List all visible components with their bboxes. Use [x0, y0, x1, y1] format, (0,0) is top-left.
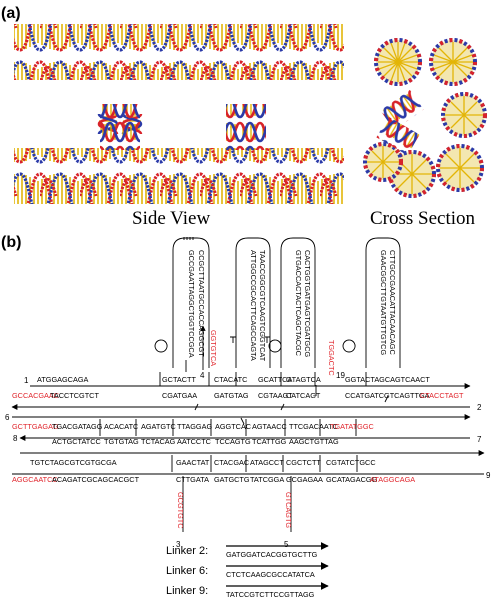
helix-disc — [363, 142, 403, 182]
linker-6-name: Linker 6: — [166, 565, 208, 577]
seq-row4-a: ACTGCTATCC — [52, 437, 101, 446]
stub3-seq: GCGTGTC — [176, 492, 185, 528]
seq-row5-f: CGTATCTGCC — [326, 458, 376, 467]
linker-2: Linker 2: GATGGATCACGGTGCTTG — [166, 542, 329, 559]
hairpin-4-right: CTTGCCGAACATTACAACAGC — [388, 250, 397, 355]
linker-9: Linker 9: TATCCGTCTTCCGTTAGG — [166, 582, 329, 599]
panel-b-label: (b) — [1, 234, 21, 251]
seq-row2-c: GATGTAG — [214, 391, 249, 400]
seq-row2-b: CGATGAA — [162, 391, 197, 400]
strand-number-4: 4 — [200, 371, 205, 380]
stub-curl-2 — [268, 339, 282, 353]
seq-row3-e: AGGTCAC — [215, 422, 251, 431]
seq-row5-b: GAACTAT — [176, 458, 210, 467]
strand-number-19: 19 — [336, 371, 345, 380]
seq-row6-e: GCGAGAA — [286, 475, 323, 484]
strand-number-1: 1 — [24, 376, 29, 385]
stub-curl-1 — [154, 339, 187, 372]
seq-row6-red-right: ATAGGCAGA — [370, 475, 415, 484]
seq-row6-b: CTTGATA — [176, 475, 209, 484]
seq-row6-a: ACAGATCGCAGCACGCT — [52, 475, 140, 484]
seq-row3-b: ACACATC — [104, 422, 138, 431]
seq-row4-g: AAGCTGTTAG — [289, 437, 339, 446]
stub5-seq: GTCAGTG — [284, 492, 293, 528]
seq-row3-d: TTAGGAG — [177, 422, 212, 431]
seq-row5-d: ATAGCCT — [250, 458, 284, 467]
seq-row2-d: CGTAAGT — [258, 391, 293, 400]
seq-row2-a: TACCTCGTCT — [50, 391, 99, 400]
seq-row6-f: GCATAGACGG — [326, 475, 378, 484]
helix-disc — [436, 144, 484, 192]
hairpin-4-left: GAACGGCTTGTAATGTTGTCG — [379, 250, 388, 355]
seq-row4-f: TCATTGG — [252, 437, 287, 446]
seq-row2-red-right: CTACCTAGT — [420, 391, 464, 400]
strand-number-5: 5 — [284, 540, 289, 549]
panel-a-label: (a) — [1, 5, 21, 22]
seq-row3-a: TGACGATAGG — [52, 422, 103, 431]
seq-row2-f: CCATGATCGTCAGTTGA — [345, 391, 430, 400]
seq-row2-red-left: GCCACGAAC — [12, 391, 59, 400]
seq-row3-g: TTCGACAATC — [289, 422, 338, 431]
seq-row5-a: TGTCTAGCGTCGTGCGA — [30, 458, 117, 467]
helix-disc — [429, 38, 477, 86]
seq-row3-c: AGATGTC — [141, 422, 176, 431]
cross-section-caption: Cross Section — [370, 208, 476, 229]
seq-row5-e: CGCTCTT — [286, 458, 321, 467]
strand-number-9: 9 — [486, 471, 491, 480]
linker-2-name: Linker 2: — [166, 545, 208, 557]
strand-number-2: 2 — [477, 403, 482, 412]
hairpin-1: GCCGAATTAGGCTGGTCCGCA CCGCTTAATGCCACCAGG… — [172, 237, 210, 368]
hairpin-2-right: TAACCGGCGTCAAGTCGGTCAT — [258, 250, 267, 362]
seq-row4-b: TGTGTAG — [104, 437, 139, 446]
stub-curl-3 — [342, 339, 356, 353]
linker-6-seq: CTCTCAAGCGCCATATCA — [226, 570, 315, 579]
linker-6: Linker 6: CTCTCAAGCGCCATATCA — [166, 562, 329, 579]
stub-t-marks — [230, 336, 270, 343]
seq-row1-e: GTAGTCA — [286, 375, 321, 384]
seq-row3-red-left: GCTTGAGAG — [12, 422, 59, 431]
hairpin-3-right: CACTGGTGATGAGTCGATGCG — [303, 250, 312, 357]
seq-row4-e: TCCAGTG — [215, 437, 251, 446]
strand-number-3: 3 — [176, 540, 181, 549]
side-view-model — [14, 24, 344, 204]
hairpin-4: GAACGGCTTGTAATGTTGTCG CTTGCCGAACATTACAAC… — [365, 237, 401, 368]
side-view-caption: Side View — [132, 208, 210, 229]
seq-row3-f: AGTAACC — [252, 422, 287, 431]
linker-2-seq: GATGGATCACGGTGCTTG — [226, 550, 318, 559]
seq-row1-b: GCTACTT — [162, 375, 196, 384]
stub4-seq: GGTGTCA — [209, 330, 218, 366]
linker-9-seq: TATCCGTCTTCCGTTAGG — [226, 590, 315, 599]
stub19-seq: TGGACTC — [327, 340, 336, 376]
cross-section-model — [363, 38, 487, 198]
hairpin-1-right: CCGCTTAATGCCACCAGGCGT — [197, 250, 206, 357]
helix-disc — [441, 92, 487, 138]
seq-row6-d: TATCGGA — [250, 475, 284, 484]
hairpin-2: ATTGGCCGCACTTCAGCCAGTA TAACCGGCGTCAAGTCG… — [235, 237, 271, 368]
seq-row4-d: AATCCTC — [177, 437, 211, 446]
seq-row1-c: CTACATC — [214, 375, 247, 384]
seq-row1-d: GCATTCA — [258, 375, 292, 384]
hairpin-3: GTGACCACTACTCAGCTACGC CACTGGTGATGAGTCGAT… — [280, 237, 316, 368]
linker-9-name: Linker 9: — [166, 585, 208, 597]
hairpin-2-left: ATTGGCCGCACTTCAGCCAGTA — [249, 250, 258, 361]
strand-number-7: 7 — [477, 435, 482, 444]
strand-lines — [11, 372, 485, 532]
seq-row6-red-left: AGGCAATCC — [12, 475, 58, 484]
helix-disc — [374, 38, 422, 86]
seq-row1-f: GGTACTAGCAGTCAACT — [345, 375, 430, 384]
seq-row2-e: CATCAGT — [286, 391, 321, 400]
seq-row5-c: CTACGAC — [214, 458, 249, 467]
hairpin-1-left: GCCGAATTAGGCTGGTCCGCA — [187, 250, 196, 358]
seq-row1-a: ATGGAGCAGA — [37, 375, 88, 384]
strand-number-6: 6 — [5, 413, 10, 422]
seq-row6-c: GATGCTG — [214, 475, 250, 484]
strand-number-8: 8 — [13, 434, 18, 443]
hairpin-3-left: GTGACCACTACTCAGCTACGC — [294, 250, 303, 356]
seq-row4-c: TCTACAG — [141, 437, 176, 446]
seq-row3-red-right: TGATATGGC — [330, 422, 374, 431]
